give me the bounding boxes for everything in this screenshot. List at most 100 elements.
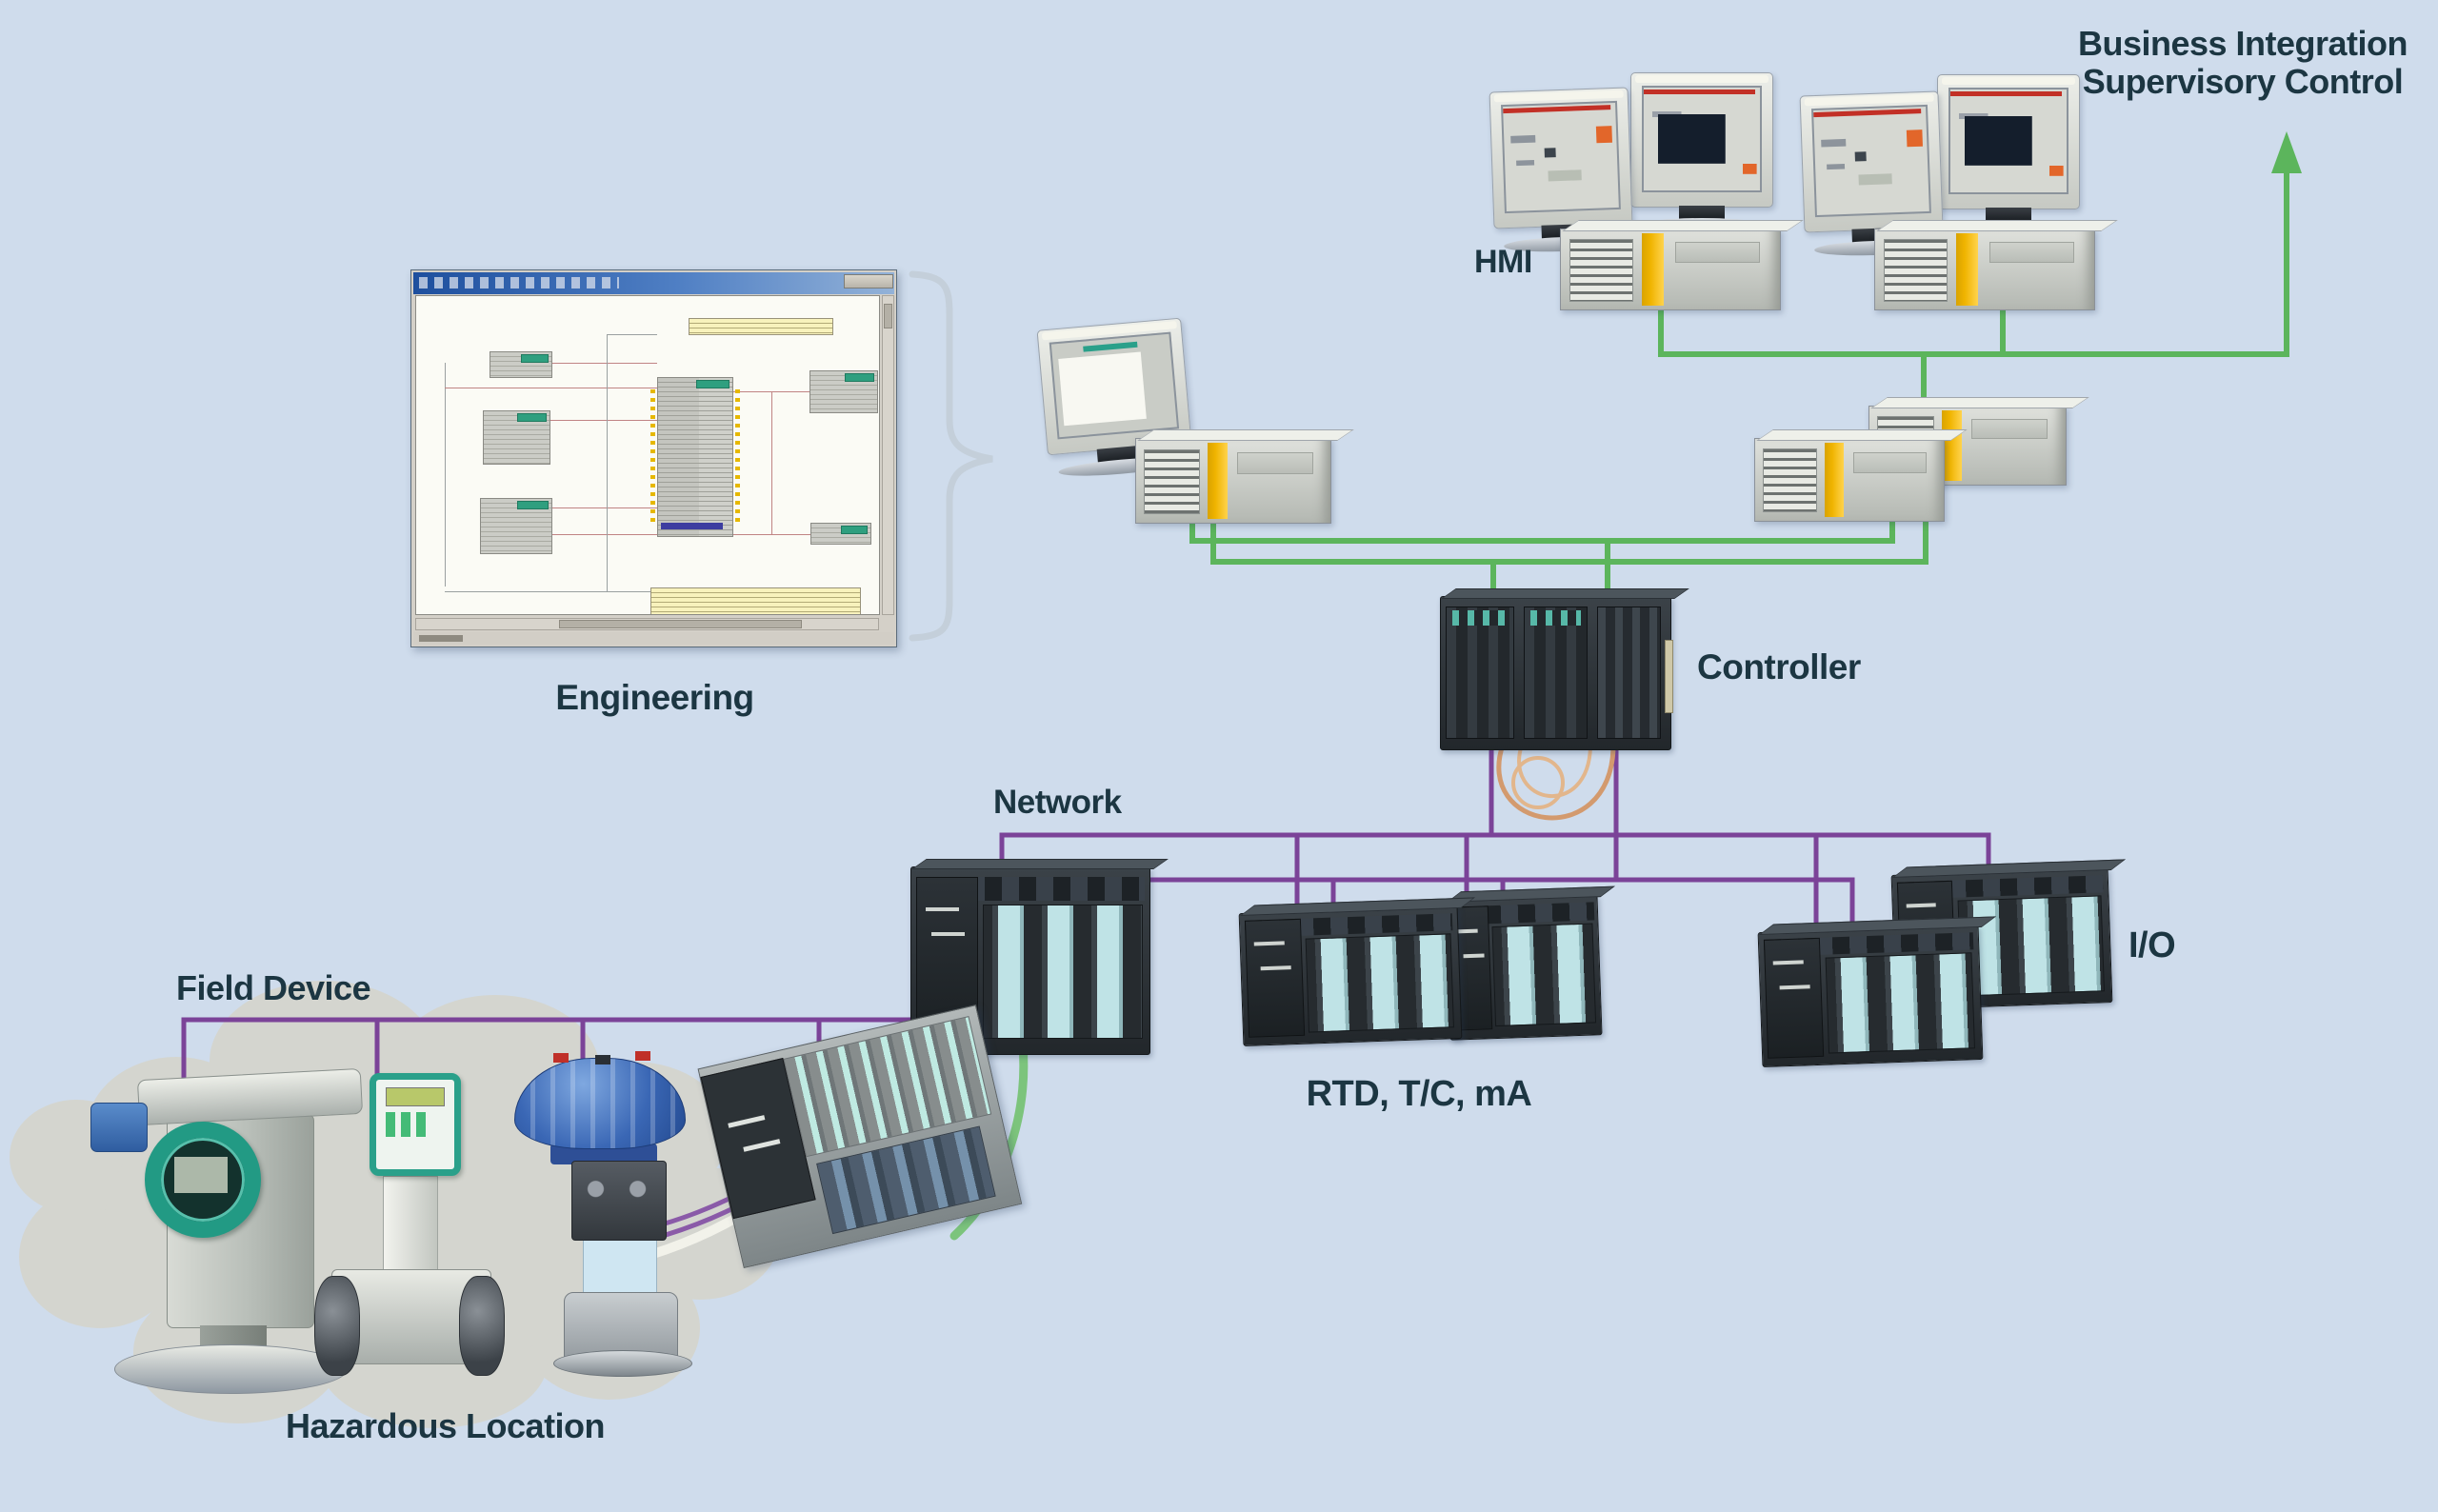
vent-slats xyxy=(1884,239,1948,302)
flowmeter-stem xyxy=(383,1176,438,1276)
yellow-stripe xyxy=(1208,443,1228,519)
wire xyxy=(445,591,650,592)
engineering-rack-pc xyxy=(1135,438,1331,524)
vent-slats xyxy=(1144,448,1201,515)
cpu-module xyxy=(1445,606,1515,739)
function-block xyxy=(809,370,878,413)
engineering-software-window xyxy=(410,269,897,647)
hmi-monitor xyxy=(1630,72,1773,232)
label-io: I/O xyxy=(2128,925,2176,965)
label-hmi: HMI xyxy=(1474,244,1532,280)
yellow-stripe xyxy=(1956,233,1979,306)
horizontal-scrollbar xyxy=(415,618,879,630)
monitor-bezel xyxy=(1942,77,2075,85)
function-block xyxy=(480,498,552,554)
transmitter-flange-base xyxy=(114,1344,348,1394)
wire xyxy=(507,534,657,535)
scroll-thumb xyxy=(884,304,892,328)
drive-bay xyxy=(1674,242,1761,264)
io-rack-middle-back xyxy=(1445,894,1603,1041)
label-controller: Controller xyxy=(1697,647,1861,686)
flowmeter-display-head xyxy=(370,1073,461,1176)
flowmeter-flange xyxy=(314,1276,360,1376)
valve-yoke xyxy=(583,1239,657,1298)
hmi-monitor xyxy=(1799,90,1944,258)
label-io-signal-types: RTD, T/C, mA xyxy=(1306,1074,1532,1114)
hmi-monitor xyxy=(1489,87,1633,254)
vertical-scrollbar xyxy=(882,295,894,615)
vent-slats xyxy=(1569,239,1633,302)
valve-positioner xyxy=(571,1161,667,1241)
wire xyxy=(771,391,772,534)
wire xyxy=(480,507,657,508)
wire xyxy=(607,334,657,335)
controller-rack xyxy=(1440,596,1673,750)
power-supply xyxy=(1763,937,1825,1059)
wire xyxy=(445,363,446,587)
hmi-screen xyxy=(1948,88,2068,194)
io-rack-middle-front xyxy=(1238,905,1463,1046)
network-io-station xyxy=(910,866,1150,1055)
os-server-front xyxy=(1754,438,1945,522)
fiber-sync-cable xyxy=(1496,744,1616,821)
label-network: Network xyxy=(993,784,1122,821)
hmi-rack-pc xyxy=(1874,229,2095,310)
hmi-screen xyxy=(1811,104,1931,218)
actuator-dome xyxy=(514,1053,686,1149)
yellow-stripe xyxy=(1825,443,1845,517)
hmi-rack-pc xyxy=(1560,229,1781,310)
pressure-transmitter xyxy=(86,1066,371,1400)
valve-body xyxy=(553,1292,692,1377)
label-line: Supervisory Control xyxy=(2082,62,2404,102)
function-block xyxy=(483,410,550,465)
yellow-stripe xyxy=(1942,410,1962,481)
flowmeter-flange xyxy=(459,1276,505,1376)
drive-bay xyxy=(1971,419,2048,440)
wire xyxy=(733,534,810,535)
drive-bay xyxy=(1852,451,1928,474)
function-block xyxy=(490,351,552,378)
engineering-screen xyxy=(1049,331,1180,440)
flow-meter xyxy=(314,1071,514,1385)
label-hazardous-location: Hazardous Location xyxy=(286,1406,606,1445)
central-function-block xyxy=(650,377,740,537)
window-statusbar xyxy=(413,632,894,645)
cfc-canvas xyxy=(415,295,880,615)
io-module xyxy=(1596,606,1662,739)
monitor-stand xyxy=(1679,206,1725,222)
note-box xyxy=(650,587,861,614)
window-controls xyxy=(844,274,893,288)
hmi-monitor xyxy=(1937,74,2080,234)
label-engineering: Engineering xyxy=(555,678,754,717)
wire xyxy=(607,334,608,591)
io-modules xyxy=(1305,932,1455,1033)
hmi-screen xyxy=(1501,100,1621,214)
status-leds xyxy=(1452,610,1508,627)
io-modules xyxy=(1825,952,1976,1054)
label-business-integration: Business Integration Supervisory Control xyxy=(2048,24,2438,102)
function-block xyxy=(810,523,871,545)
transmitter-display-bezel xyxy=(145,1122,261,1238)
wire xyxy=(497,363,657,364)
monitor-bezel xyxy=(1635,75,1769,83)
wire xyxy=(483,420,657,421)
io-modules xyxy=(1491,923,1597,1027)
label-line: Business Integration xyxy=(2077,24,2408,63)
hmi-screen xyxy=(1642,86,1762,192)
vent-slats xyxy=(1762,448,1818,513)
label-field-device: Field Device xyxy=(176,968,371,1007)
curly-brace xyxy=(909,270,993,642)
cpu-module xyxy=(1523,606,1589,739)
io-modules xyxy=(983,905,1143,1040)
yellow-stripe xyxy=(1642,233,1665,306)
up-arrow-icon xyxy=(2271,131,2302,173)
io-rack-right-front xyxy=(1757,924,1984,1068)
note-box xyxy=(689,318,833,335)
drive-bay xyxy=(1988,242,2075,264)
scroll-thumb xyxy=(559,620,802,628)
status-leds xyxy=(1529,610,1581,627)
transmitter-connector xyxy=(90,1103,148,1152)
control-valve xyxy=(505,1052,705,1385)
power-supply xyxy=(1244,918,1305,1038)
